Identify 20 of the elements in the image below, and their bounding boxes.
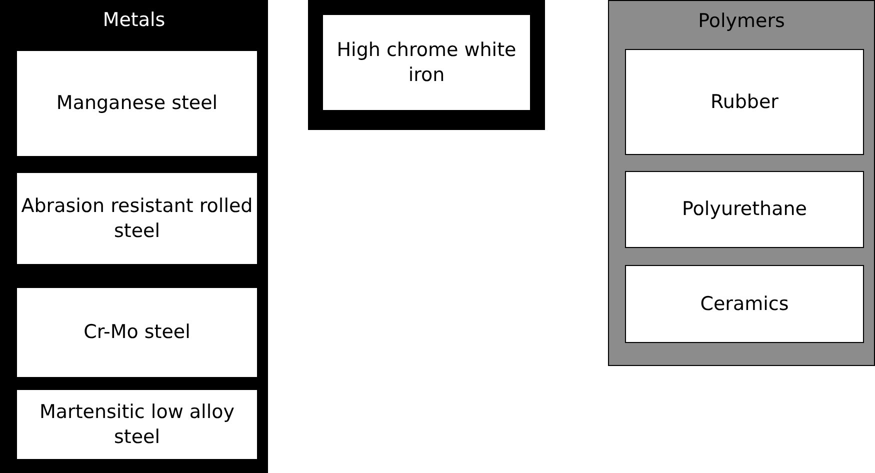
material-box [308,0,545,130]
material-label: Manganese steel [56,91,218,116]
material-label: Martensitic low alloy steel [38,400,236,450]
category-title: Polymers [697,9,786,34]
material-label: Rubber [710,90,778,114]
category-title: Metals [102,8,166,33]
category-panel [0,0,268,473]
material-label: Cr-Mo steel [84,320,190,345]
material-label: High chrome white iron [336,38,518,88]
material-box [16,287,258,378]
material-box [625,265,864,343]
material-box [625,49,864,155]
category-panel [608,0,875,366]
material-box [625,171,864,248]
material-box [16,172,258,265]
material-label: Abrasion resistant rolled steel [21,194,253,244]
material-label: Polyurethane [682,197,807,222]
material-box [16,389,258,460]
material-box [16,50,258,157]
material-label: Ceramics [700,292,789,316]
